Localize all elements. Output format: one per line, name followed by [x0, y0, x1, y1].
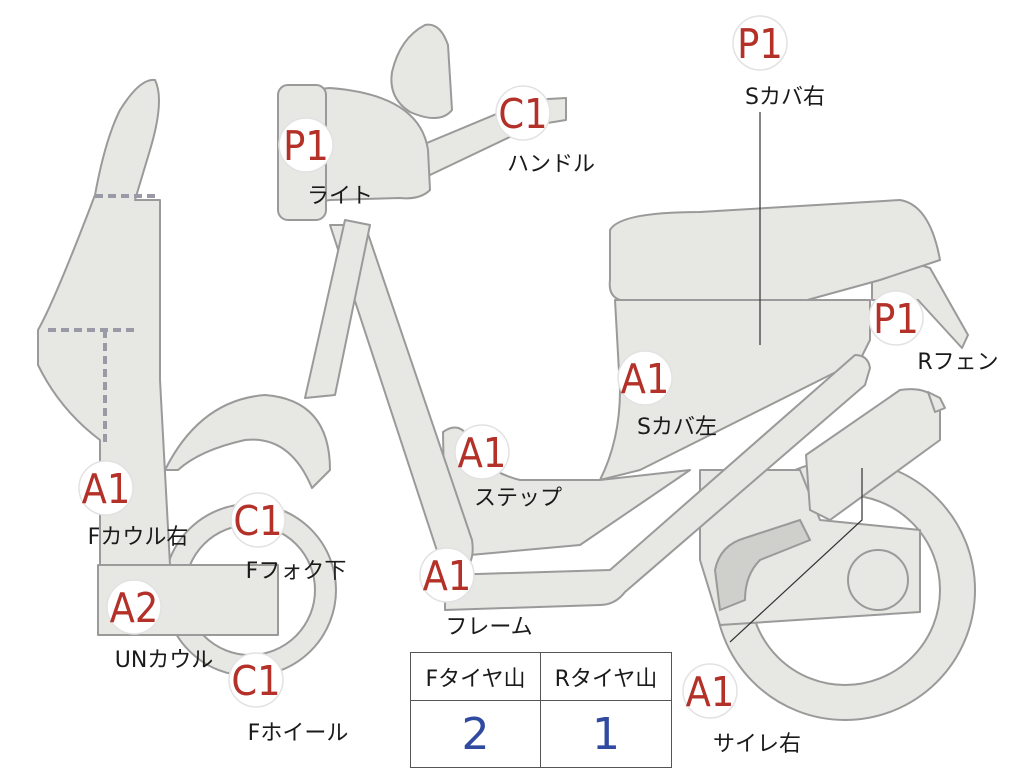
- tire-tread-table: Fタイヤ山 Rタイヤ山 2 1: [410, 652, 672, 768]
- rear-tire-header: Rタイヤ山: [541, 653, 671, 701]
- part-label: フレーム: [445, 615, 532, 640]
- part-label: UNカウル: [115, 648, 214, 673]
- grade-text: A1: [686, 668, 735, 716]
- callout-rear-fender: P1 Rフェン: [868, 290, 999, 375]
- callout-f-cowl-right: A1 Fカウル右: [78, 460, 189, 550]
- grade-badge: [868, 290, 924, 346]
- grade-badge: [454, 424, 510, 480]
- callout-un-cowl: A2 UNカウル: [106, 579, 214, 673]
- callout-s-cover-right: P1 Sカバ右: [732, 15, 825, 110]
- grade-badge: [106, 579, 162, 635]
- front-tire-value: 2: [411, 701, 541, 767]
- part-label: ライト: [307, 184, 373, 209]
- callout-f-wheel: C1 Fホイール: [228, 652, 349, 746]
- callout-frame: A1 フレーム: [419, 547, 533, 640]
- callout-silencer-right: A1 サイレ右: [682, 663, 801, 757]
- part-label: ハンドル: [507, 152, 595, 177]
- part-label: Fフォク下: [246, 559, 347, 584]
- grade-badge: [228, 652, 284, 708]
- callout-light: P1 ライト: [278, 117, 373, 209]
- grade-text: A1: [82, 465, 131, 513]
- callout-s-cover-left: A1 Sカバ左: [617, 350, 717, 440]
- grade-badge: [419, 547, 475, 603]
- grade-badge: [495, 85, 551, 141]
- grade-text: A1: [621, 355, 670, 403]
- part-label: Sカバ右: [745, 85, 825, 110]
- grade-text: P1: [873, 295, 919, 343]
- grade-badge: [617, 350, 673, 406]
- part-label: サイレ右: [713, 732, 801, 757]
- grade-text: C1: [231, 657, 280, 705]
- scooter-body: [37, 23, 976, 721]
- callout-step: A1 ステップ: [454, 424, 562, 511]
- grade-badge: [230, 492, 286, 548]
- leader-lines: [729, 112, 863, 643]
- part-label: Fホイール: [248, 721, 349, 746]
- grade-text: A1: [423, 552, 472, 600]
- grade-badge: [732, 15, 788, 71]
- grade-badge: [78, 460, 134, 516]
- grade-text: C1: [498, 90, 547, 138]
- grade-badge: [278, 117, 334, 173]
- front-tire-header: Fタイヤ山: [411, 653, 541, 701]
- part-label: Rフェン: [917, 350, 998, 375]
- part-label: ステップ: [474, 486, 562, 511]
- part-label: Sカバ左: [637, 415, 717, 440]
- callout-f-fork-lower: C1 Fフォク下: [230, 492, 347, 584]
- callout-handle: C1 ハンドル: [495, 85, 595, 177]
- part-label: Fカウル右: [88, 525, 189, 550]
- grade-text: P1: [737, 20, 783, 68]
- grade-text: A1: [458, 429, 507, 477]
- grade-badge: [682, 663, 738, 719]
- grade-text: C1: [233, 497, 282, 545]
- grade-text: P1: [283, 122, 329, 170]
- grade-text: A2: [110, 584, 159, 632]
- rear-tire-value: 1: [592, 708, 620, 760]
